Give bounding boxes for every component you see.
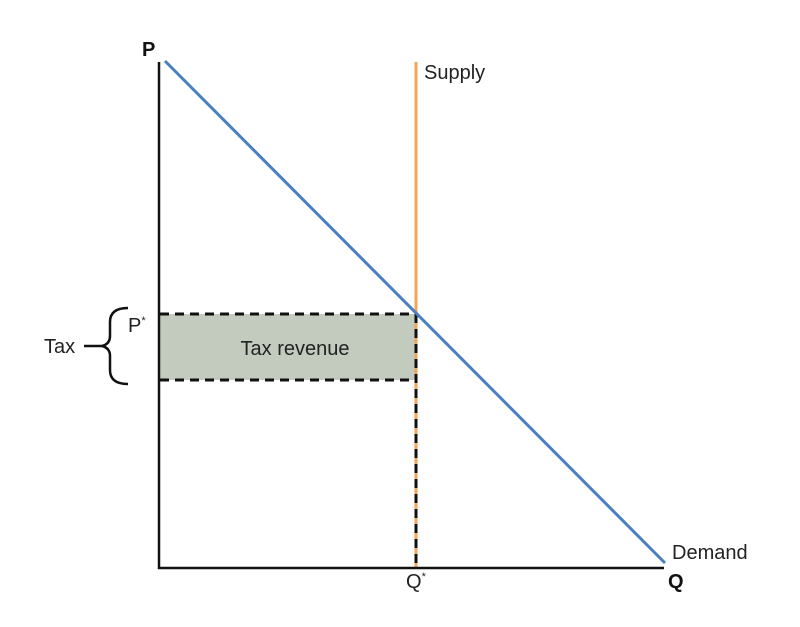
demand-label: Demand: [672, 542, 748, 564]
equilibrium-quantity-label: Q*: [406, 571, 427, 593]
y-axis-label: P: [142, 39, 155, 61]
tax-revenue-area: [160, 314, 416, 380]
equilibrium-price-label: P*: [128, 315, 146, 337]
x-axis-label: Q: [668, 571, 684, 593]
supply-label: Supply: [424, 62, 485, 84]
demand-curve: [163, 59, 667, 565]
tax-revenue-label: Tax revenue: [241, 338, 350, 360]
tax-bracket: [101, 306, 129, 386]
tax-label: Tax: [44, 336, 75, 358]
